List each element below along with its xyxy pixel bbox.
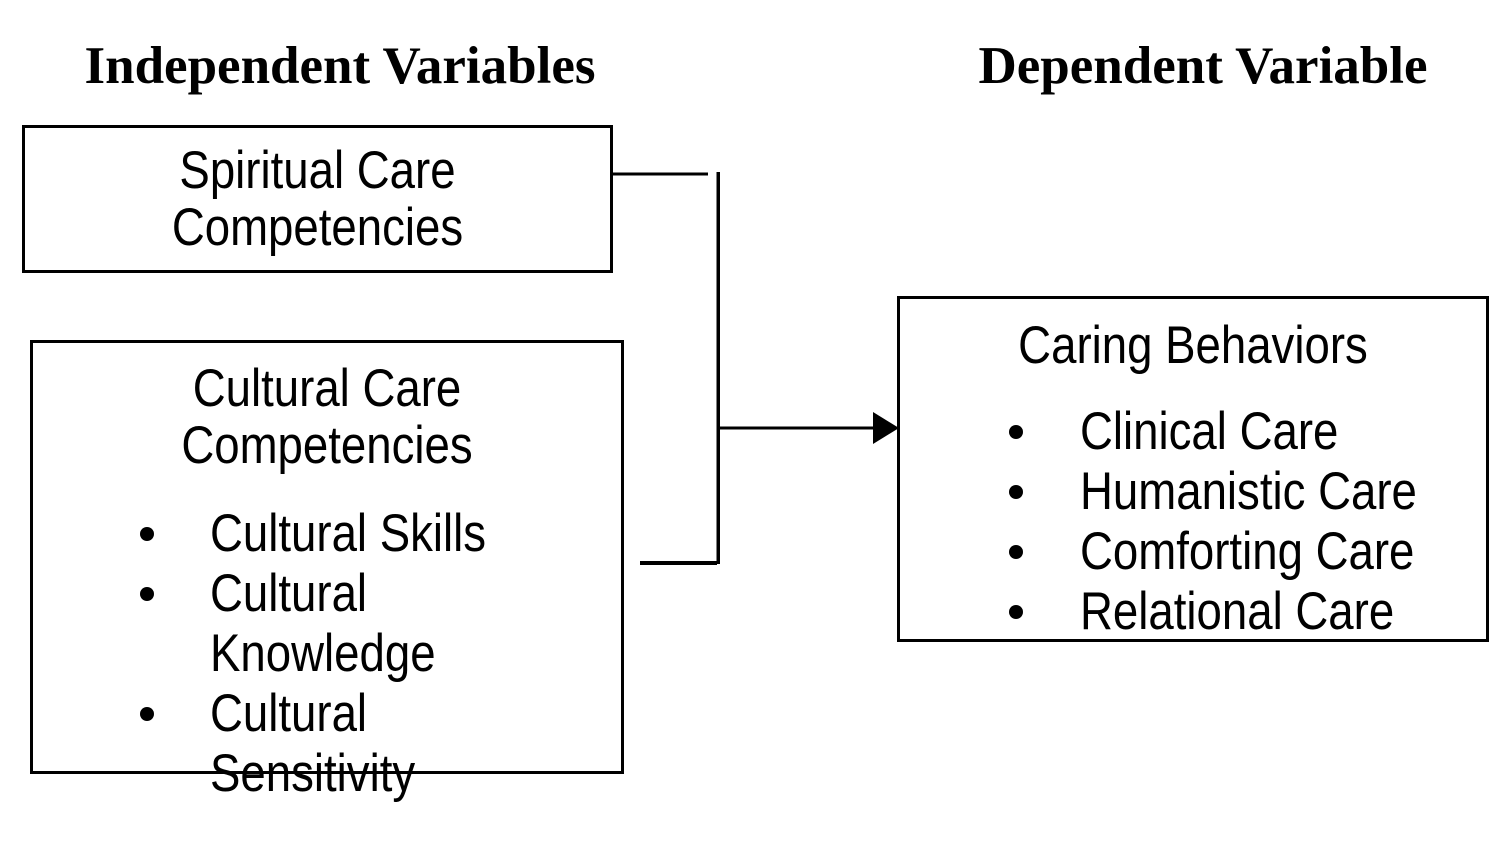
bullet-icon (140, 707, 154, 721)
bullet-icon (1009, 485, 1023, 499)
cultural-care-title: Cultural Care Competencies (181, 359, 473, 475)
bullet-icon (140, 527, 154, 541)
list-item: Clinical Care (1009, 402, 1486, 462)
list-item-label: Humanistic Care (1080, 462, 1417, 521)
list-item-label: Cultural Sensitivity (210, 684, 416, 803)
cultural-care-list: Cultural Skills Cultural Knowledge Cultu… (140, 504, 621, 804)
spiritual-care-box: Spiritual Care Competencies (22, 125, 613, 273)
list-item-label: Cultural Skills (210, 504, 487, 563)
independent-variables-heading: Independent Variables (84, 37, 596, 95)
arrow-head-icon (873, 412, 899, 444)
list-item: Cultural Sensitivity (140, 684, 621, 804)
spiritual-care-title: Spiritual Care Competencies (171, 141, 464, 257)
caring-behaviors-list: Clinical Care Humanistic Care Comforting… (1009, 402, 1486, 642)
list-item: Cultural Skills (140, 504, 621, 564)
dependent-variable-heading: Dependent Variable (978, 37, 1428, 95)
bullet-icon (1009, 605, 1023, 619)
cultural-care-box: Cultural Care Competencies Cultural Skil… (30, 340, 624, 803)
bullet-icon (1009, 425, 1023, 439)
list-item: Relational Care (1009, 582, 1486, 642)
list-item: Comforting Care (1009, 522, 1486, 582)
list-item-label: Comforting Care (1080, 522, 1415, 581)
list-item-label: Relational Care (1080, 582, 1395, 641)
caring-behaviors-box: Caring Behaviors Clinical Care Humanisti… (897, 296, 1489, 642)
bullet-icon (140, 587, 154, 601)
list-item-label: Clinical Care (1080, 402, 1339, 461)
list-item: Cultural Knowledge (140, 564, 621, 684)
bullet-icon (1009, 545, 1023, 559)
list-item-label: Cultural Knowledge (210, 564, 436, 683)
list-item: Humanistic Care (1009, 462, 1486, 522)
caring-behaviors-title: Caring Behaviors (1018, 316, 1368, 375)
